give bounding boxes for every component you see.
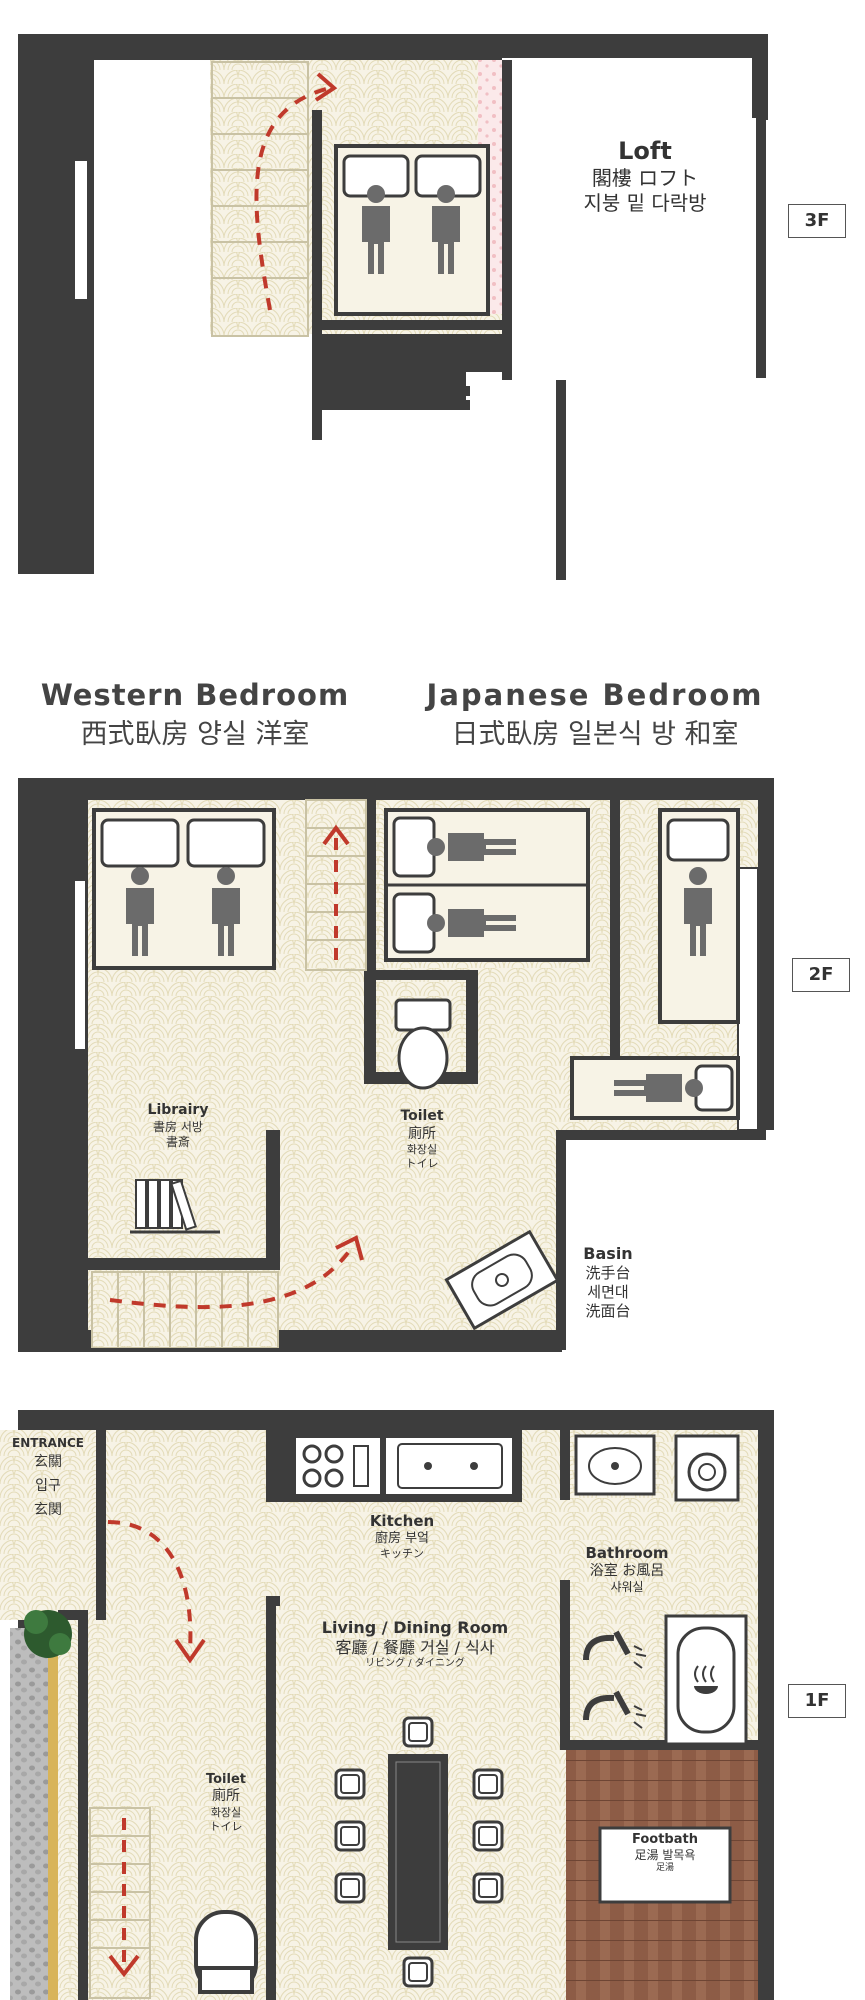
bathroom-line2: 샤워실 <box>610 1580 644 1595</box>
loft-line2: 지붕 밑 다락방 <box>583 191 707 215</box>
library-line2: 書斎 <box>165 1134 190 1149</box>
library-label: Librairy 書房 서방 書斎 <box>118 1102 238 1150</box>
bathroom-title: Bathroom <box>585 1544 669 1562</box>
japanese-title: Japanese Bedroom <box>426 678 764 712</box>
floor-2f: Western Bedroom 西式臥房 양실 洋室 Japanese Bedr… <box>0 660 865 1360</box>
basin-fixture <box>444 1229 560 1331</box>
footbath-title: Footbath <box>632 1832 698 1847</box>
kitchen-title: Kitchen <box>369 1512 435 1530</box>
loft-title: Loft <box>618 137 672 165</box>
sink-icon <box>397 1443 503 1489</box>
kitchen-line2: キッチン <box>380 1547 424 1560</box>
bathroom-label: Bathroom 浴室 お風呂 샤워실 <box>572 1544 682 1595</box>
toilet-1f-line3: トイレ <box>209 1819 243 1833</box>
basin-label: Basin 洗手台 세면대 洗面台 <box>568 1244 648 1320</box>
floor-tag-1f: 1F <box>788 1684 846 1718</box>
entrance-line3: 玄関 <box>34 1501 62 1518</box>
futon-group <box>384 808 740 1120</box>
footbath-label: Footbath 足湯 발목욕 足湯 <box>602 1832 728 1875</box>
loft-label: Loft 閣樓 ロフト 지붕 밑 다락방 <box>550 136 740 216</box>
toilet-fixture-2f <box>394 998 452 1090</box>
western-title: Western Bedroom <box>40 678 350 712</box>
toilet-2f-line1: 廁所 <box>408 1125 436 1142</box>
entrance-title: ENTRANCE <box>12 1436 84 1450</box>
entrance-line1: 玄關 <box>34 1454 62 1470</box>
basin-line2: 세면대 <box>587 1282 629 1301</box>
bathtub-icon <box>664 1614 748 1746</box>
living-label: Living / Dining Room 客廳 / 餐廳 거실 / 식사 リビン… <box>300 1618 530 1671</box>
library-title: Librairy <box>147 1102 209 1118</box>
bed-western <box>92 808 276 970</box>
stairs-arrow-3f <box>254 86 331 311</box>
japanese-bedroom-header: Japanese Bedroom 日式臥房 일본식 방 和室 <box>420 678 770 751</box>
floor-tag-3f: 3F <box>788 204 846 238</box>
floor-3f: Loft 閣樓 ロフト 지붕 밑 다락방 3F <box>0 0 865 600</box>
kitchen-label: Kitchen 廚房 부엌 キッチン <box>352 1512 452 1561</box>
floor-1f: ENTRANCE 玄關 입구 玄関 Kitchen 廚房 부엌 キッチン Bat… <box>0 1400 865 2000</box>
japanese-sub: 日式臥房 일본식 방 和室 <box>451 719 739 750</box>
washbasin-1f <box>574 1434 656 1496</box>
toilet-2f-label: Toilet 廁所 화장실 トイレ <box>386 1108 458 1171</box>
dining-table <box>334 1716 504 1988</box>
western-bedroom-header: Western Bedroom 西式臥房 양실 洋室 <box>30 678 360 751</box>
bed-3f <box>334 144 490 316</box>
shower-icon <box>583 1630 647 1729</box>
footbath-line2: 足湯 <box>655 1863 674 1874</box>
living-line1: 客廳 / 餐廳 거실 / 식사 <box>335 1638 495 1657</box>
footbath-box <box>598 1826 732 1904</box>
toilet-1f-line2: 화장실 <box>210 1805 242 1819</box>
toilet-1f-title: Toilet <box>205 1772 246 1787</box>
footbath-line1: 足湯 발목욕 <box>634 1848 696 1863</box>
loft-line1: 閣樓 ロフト <box>591 166 699 190</box>
floor-3f-plan <box>18 34 768 580</box>
tree-icon <box>24 1610 72 1658</box>
basin-line1: 洗手台 <box>585 1264 631 1282</box>
toilet-2f-line3: トイレ <box>405 1156 439 1170</box>
entrance-line2: 입구 <box>35 1477 61 1494</box>
kitchen-line1: 廚房 부엌 <box>374 1530 430 1546</box>
bookshelf <box>130 1179 220 1234</box>
bathroom-line1: 浴室 お風呂 <box>589 1562 665 1579</box>
stairs-2f-lower <box>91 1271 279 1349</box>
living-title: Living / Dining Room <box>321 1618 509 1637</box>
washing-machine-icon <box>674 1434 740 1502</box>
stairs-3f <box>211 61 309 337</box>
basin-line3: 洗面台 <box>585 1301 631 1320</box>
toilet-1f-line1: 廁所 <box>212 1788 240 1805</box>
toilet-fixture-1f <box>194 1910 258 1994</box>
floor-1f-plan <box>0 1400 774 2000</box>
toilet-2f-line2: 화장실 <box>406 1143 438 1156</box>
western-sub: 西式臥房 양실 洋室 <box>80 719 310 750</box>
floor-tag-2f: 2F <box>792 958 850 992</box>
library-line1: 書房 서방 <box>153 1119 203 1134</box>
living-line2: リビング / ダイニング <box>365 1658 465 1669</box>
basin-title: Basin <box>583 1244 633 1263</box>
entrance-label: ENTRANCE 玄關 입구 玄関 <box>4 1436 92 1522</box>
floor-2f-plan <box>18 778 776 1352</box>
stove-icon <box>302 1444 369 1488</box>
toilet-1f-label: Toilet 廁所 화장실 トイレ <box>190 1772 262 1833</box>
toilet-2f-title: Toilet <box>400 1108 444 1124</box>
